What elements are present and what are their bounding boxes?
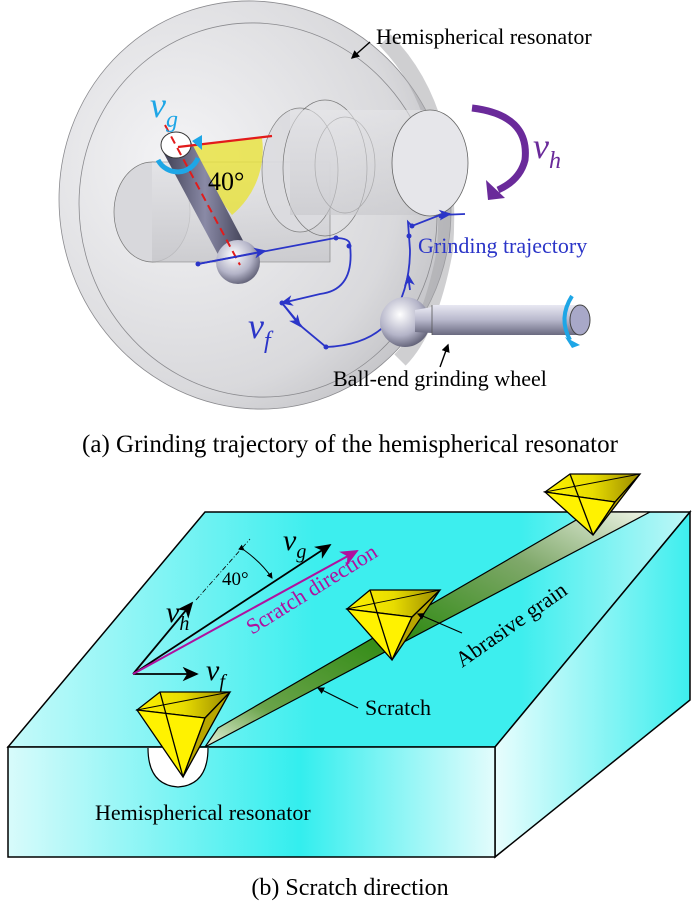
vg-vector	[132, 544, 332, 675]
scratch-pointer-arrow	[316, 687, 359, 709]
angle-label-b: 40°	[222, 569, 249, 590]
vg-rotation-arrow	[155, 156, 201, 175]
resonator-pointer-arrow	[350, 41, 371, 59]
block-front-face	[7, 746, 496, 858]
vf-label: vf	[248, 306, 274, 354]
scratch-direction-vector	[132, 550, 359, 675]
vh-label: vh	[533, 126, 561, 174]
vh-vector	[132, 601, 194, 675]
angle-label: 40°	[208, 167, 244, 196]
vf-label-b: vf	[206, 654, 227, 693]
scratch-strip	[204, 511, 651, 748]
angle-ref-line	[177, 134, 273, 149]
ball-end-grinding-wheel	[380, 294, 591, 348]
velocity-vectors	[132, 538, 359, 682]
resonator-label-b: Hemispherical resonator	[95, 800, 311, 825]
scratch-label: Scratch	[365, 695, 431, 720]
angle-arc	[238, 544, 273, 579]
rod-axis-line	[164, 124, 241, 266]
wheel-label: Ball-end grinding wheel	[333, 366, 547, 391]
grain-pointer-arrow	[416, 613, 463, 634]
vh-rotation-arrow	[471, 104, 529, 194]
vh-label-b: vh	[166, 596, 189, 635]
resonator-label: Hemispherical resonator	[376, 24, 592, 49]
vg-label: vg	[150, 85, 178, 133]
angle-sector	[178, 138, 263, 215]
vg-label-b: vg	[283, 524, 306, 563]
panel-a: 40° vg vh Hemispherical resonator Grindi…	[58, 0, 619, 458]
abrasive-grain-back	[542, 473, 642, 536]
abrasive-grain-middle	[345, 589, 442, 662]
trajectory-nodes	[195, 213, 444, 350]
caption-a: (a) Grinding trajectory of the hemispher…	[82, 431, 619, 458]
abrasive-grain-front	[135, 691, 232, 779]
panel-b: 40° vg vh vf Scratch direction Abrasive …	[6, 473, 692, 901]
wheel-pointer-arrow	[439, 343, 450, 368]
trajectory-label: Grinding trajectory	[418, 233, 587, 258]
caption-b: (b) Scratch direction	[251, 875, 448, 901]
